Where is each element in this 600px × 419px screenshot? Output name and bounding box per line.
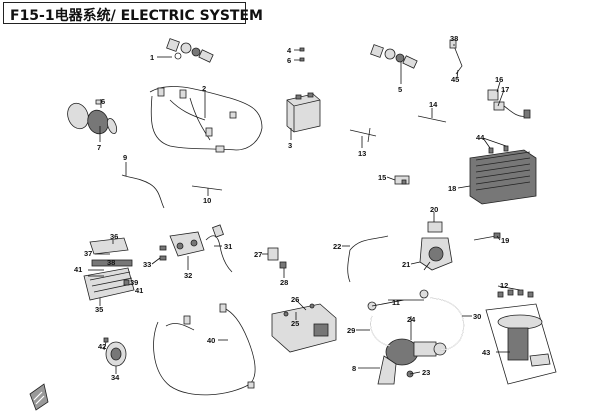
callout-21: 21: [402, 260, 410, 269]
part-3-battery-drawing: [286, 92, 321, 133]
part-27-28-sensor-drawing: [267, 247, 287, 269]
part-31-32-ignition-drawing: [159, 224, 233, 273]
callout-45: 45: [451, 75, 459, 84]
part-44-screws-drawing: [488, 145, 509, 154]
callout-5: 5: [398, 85, 402, 94]
callout-38: 38: [450, 34, 458, 43]
callout-15: 15: [378, 173, 386, 182]
part-38-45-bracket-drawing: [449, 39, 463, 75]
callout-42: 42: [98, 342, 106, 351]
part-1-switch-set-drawing: [166, 38, 214, 63]
callout-41a: 41: [74, 265, 82, 274]
callout-6b: 6: [287, 56, 291, 65]
callout-25: 25: [291, 319, 299, 328]
part-9-wire-drawing: [121, 174, 165, 209]
callout-36: 36: [110, 232, 118, 241]
callout-24: 24: [407, 315, 416, 324]
callout-14: 14: [429, 100, 438, 109]
callout-1: 1: [150, 53, 154, 62]
part-7-coil-drawing: [67, 102, 118, 135]
callout-23: 23: [422, 368, 430, 377]
part-40-harness-drawing: [153, 303, 256, 396]
callout-22: 22: [333, 242, 341, 251]
callout-8: 8: [352, 364, 356, 373]
callout-labels: 1 2 3 4 6 5 6 7 9 10 13 14 15 16 17 18 1…: [74, 34, 509, 382]
callout-29: 29: [347, 326, 355, 335]
part-14-rod-drawing: [417, 115, 447, 123]
callout-7: 7: [97, 143, 101, 152]
callout-20: 20: [430, 205, 438, 214]
leader-lines: [88, 44, 521, 375]
callout-10: 10: [203, 196, 211, 205]
callout-44: 44: [476, 133, 485, 142]
callout-26: 26: [291, 295, 299, 304]
callout-43: 43: [482, 348, 490, 357]
callout-31: 31: [224, 242, 232, 251]
callout-12: 12: [500, 281, 508, 290]
part-5-switch-set-drawing: [370, 44, 418, 69]
callout-19: 19: [501, 236, 509, 245]
part-34-horn-drawing: [103, 337, 127, 367]
callout-3: 3: [288, 141, 292, 150]
part-15-bracket-drawing: [394, 175, 410, 185]
callout-17: 17: [501, 85, 509, 94]
callout-35: 35: [95, 305, 103, 314]
part-24-pump-drawing: [377, 338, 447, 385]
part-22-wire-drawing: [347, 235, 389, 283]
callout-16: 16: [495, 75, 503, 84]
part-35-fuse-box-drawing: [83, 237, 135, 301]
callout-30: 30: [473, 312, 481, 321]
part-25-ecu-drawing: [271, 303, 337, 353]
part-19-clip-drawing: [473, 232, 501, 241]
hoses-drawing: [367, 289, 465, 351]
callout-2: 2: [202, 84, 206, 93]
part-18-regulator-drawing: [469, 149, 537, 205]
callout-13: 13: [358, 149, 366, 158]
title-box: F15-1电器系统/ ELECTRIC SYSTEM: [3, 2, 263, 24]
callout-18: 18: [448, 184, 456, 193]
callout-27: 27: [254, 250, 262, 259]
callout-32: 32: [184, 271, 192, 280]
callout-28: 28: [280, 278, 288, 287]
callout-34: 34: [111, 373, 120, 382]
diagram-title: F15-1电器系统/ ELECTRIC SYSTEM: [10, 8, 263, 24]
callout-38b: 38: [107, 258, 115, 267]
callout-40: 40: [207, 336, 215, 345]
callout-9: 9: [123, 153, 127, 162]
callout-6: 6: [101, 97, 105, 106]
callout-37: 37: [84, 249, 92, 258]
callout-4: 4: [287, 46, 292, 55]
part-2-main-harness-drawing: [149, 86, 263, 153]
part-43-fuel-pump-drawing: [485, 289, 557, 385]
callout-33: 33: [143, 260, 151, 269]
corner-logo-mark: [29, 383, 49, 411]
part-20-21-starter-drawing: [419, 221, 453, 271]
callout-39: 39: [130, 278, 138, 287]
part-16-17-relay-drawing: [487, 89, 531, 119]
part-10-rod-drawing: [191, 185, 223, 191]
callout-11: 11: [392, 298, 400, 307]
part-13-rod-drawing: [349, 127, 377, 143]
callout-41b: 41: [135, 286, 143, 295]
